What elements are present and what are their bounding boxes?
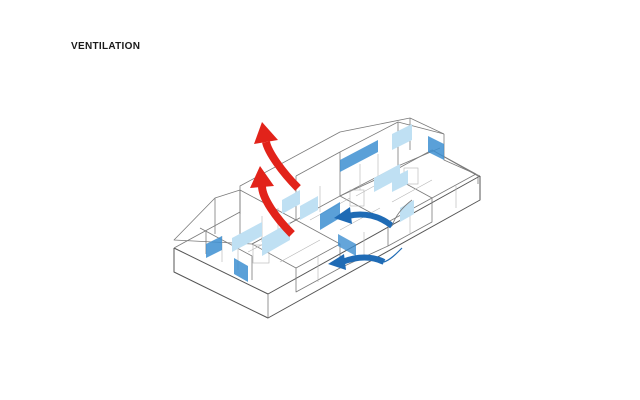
glass-panel [282, 190, 300, 214]
cool-air-arrow [340, 254, 386, 265]
glass-panel [340, 140, 378, 172]
cool-air-arrow [347, 211, 394, 229]
glass-panel [338, 234, 356, 256]
hot-air-arrow [262, 140, 301, 191]
cool-air-arrow-head [334, 207, 352, 224]
glass-panel [392, 124, 412, 150]
hot-air-arrows [250, 122, 301, 237]
glass-panel [206, 236, 222, 258]
glass-panel [374, 164, 400, 192]
glass-panel [232, 222, 262, 252]
glazing [206, 124, 444, 282]
cool-air-arrow-head [328, 254, 346, 270]
glass-panel [400, 200, 414, 222]
glass-panel [428, 136, 444, 160]
cool-air-arrows [328, 199, 413, 270]
glass-panel [320, 202, 340, 230]
glass-panel [234, 258, 248, 282]
hot-air-arrow [258, 185, 295, 237]
glass-panel [262, 222, 290, 256]
hot-air-arrow-head [254, 122, 278, 144]
glass-panel [392, 170, 408, 192]
glass-panel [300, 196, 318, 220]
diagram-title: VENTILATION [71, 41, 141, 52]
hot-air-arrow-head [250, 166, 274, 188]
